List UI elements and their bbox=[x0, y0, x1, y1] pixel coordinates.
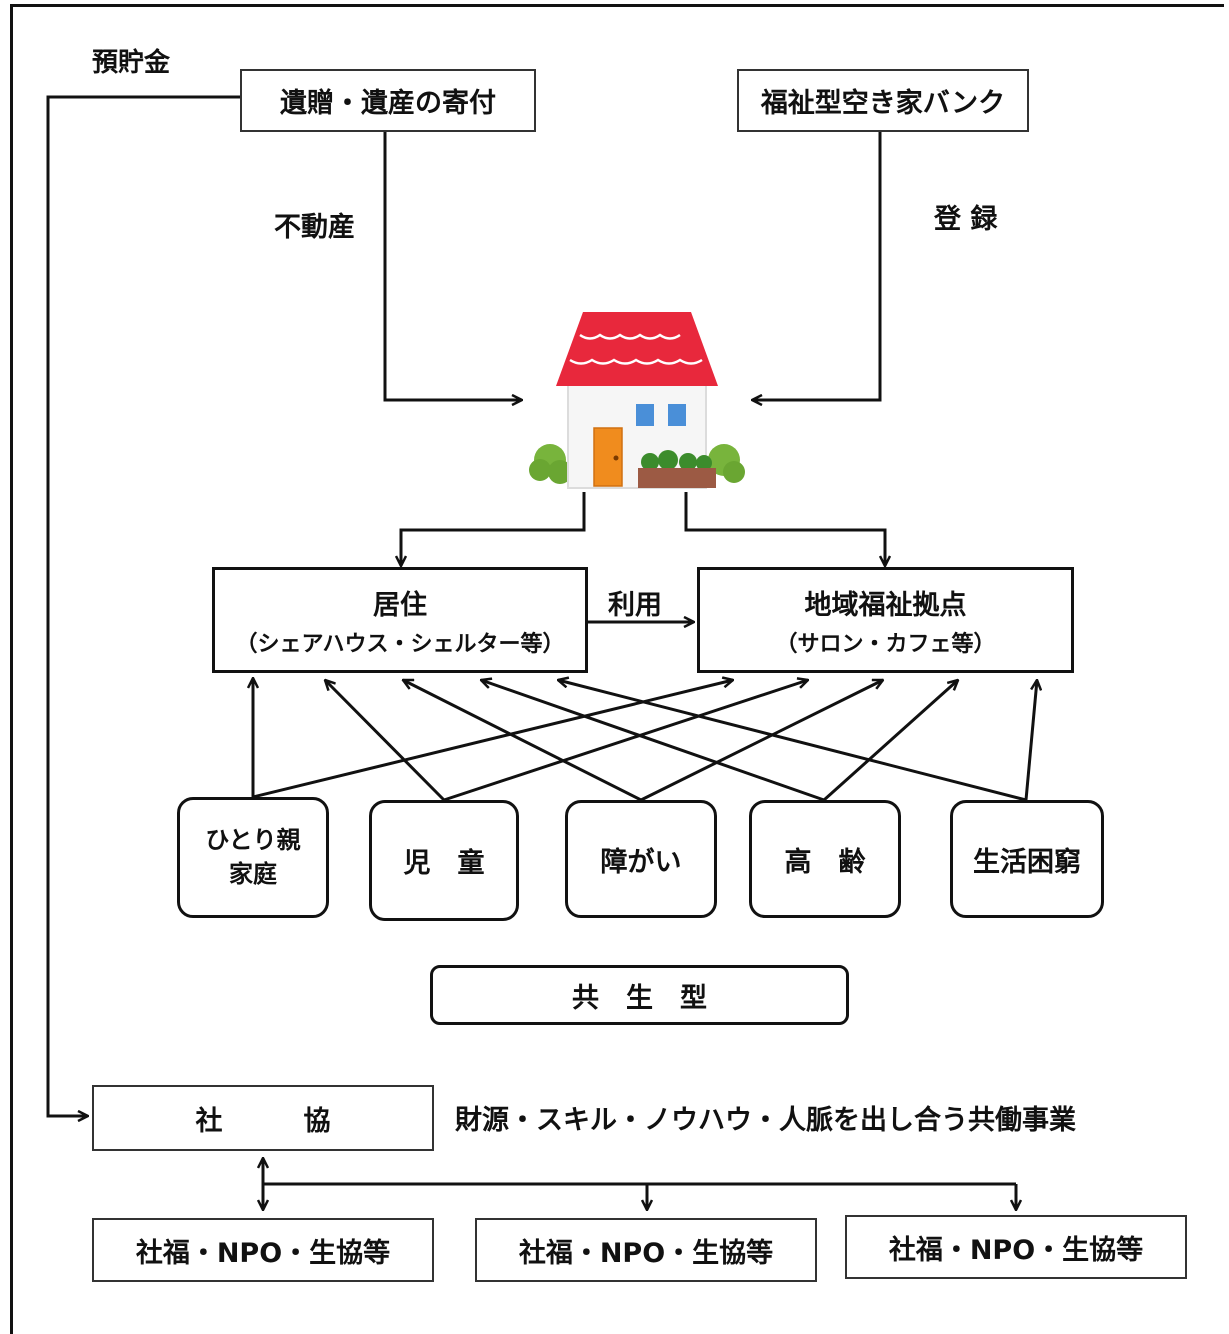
diagram-frame bbox=[10, 4, 1224, 1334]
group-elderly: 高 齢 bbox=[749, 800, 901, 918]
real-estate-connector bbox=[383, 132, 522, 400]
house-to-hub-connector bbox=[684, 492, 885, 566]
community-hub-title: 地域福祉拠点 bbox=[804, 589, 967, 621]
vacant-house-bank-label: 福祉型空き家バンク bbox=[760, 88, 1006, 119]
house-to-residence-connector bbox=[401, 492, 586, 566]
residence-box: 居住 （シェアハウス・シェルター等） bbox=[212, 567, 588, 673]
savings-connector bbox=[46, 95, 240, 1116]
vacant-house-bank-box: 福祉型空き家バンク bbox=[737, 69, 1029, 132]
group-label: 障がい bbox=[600, 846, 682, 878]
group-label: 生活困窮 bbox=[973, 846, 1081, 878]
council-box: 社 協 bbox=[92, 1085, 434, 1151]
house-icon bbox=[529, 312, 745, 489]
collab-description: 財源・スキル・ノウハウ・人脈を出し合う共働事業 bbox=[455, 1105, 1076, 1136]
use-label: 利用 bbox=[608, 590, 662, 621]
partner-label: 社福・NPO・生協等 bbox=[888, 1234, 1144, 1266]
bequest-box: 遺贈・遺産の寄付 bbox=[240, 69, 536, 132]
group-label: 高 齢 bbox=[784, 846, 866, 878]
partner-box: 社福・NPO・生協等 bbox=[92, 1218, 434, 1282]
bequest-label: 遺贈・遺産の寄付 bbox=[280, 88, 496, 119]
residence-title: 居住 bbox=[373, 589, 427, 621]
council-label: 社 協 bbox=[195, 1105, 331, 1137]
partner-box: 社福・NPO・生協等 bbox=[845, 1215, 1187, 1279]
group-label: 家庭 bbox=[229, 859, 277, 888]
group-poverty: 生活困窮 bbox=[950, 800, 1104, 918]
register-label: 登 録 bbox=[934, 204, 998, 235]
group-label: 児 童 bbox=[403, 848, 485, 879]
partner-label: 社福・NPO・生協等 bbox=[518, 1237, 774, 1269]
coexistence-label: 共 生 型 bbox=[572, 982, 707, 1014]
residence-subtitle: （シェアハウス・シェルター等） bbox=[235, 631, 565, 657]
coexistence-box: 共 生 型 bbox=[430, 965, 849, 1025]
group-disability: 障がい bbox=[565, 800, 717, 918]
community-hub-box: 地域福祉拠点 （サロン・カフェ等） bbox=[697, 567, 1074, 673]
partner-box: 社福・NPO・生協等 bbox=[475, 1218, 817, 1282]
partner-label: 社福・NPO・生協等 bbox=[135, 1237, 391, 1269]
community-hub-subtitle: （サロン・カフェ等） bbox=[775, 631, 996, 657]
group-label: ひとり親 bbox=[205, 825, 301, 854]
group-single-parent: ひとり親 家庭 bbox=[177, 797, 329, 918]
group-children: 児 童 bbox=[369, 800, 519, 921]
savings-label: 預貯金 bbox=[92, 48, 171, 78]
register-connector bbox=[752, 132, 882, 400]
real-estate-label: 不動産 bbox=[274, 212, 355, 243]
